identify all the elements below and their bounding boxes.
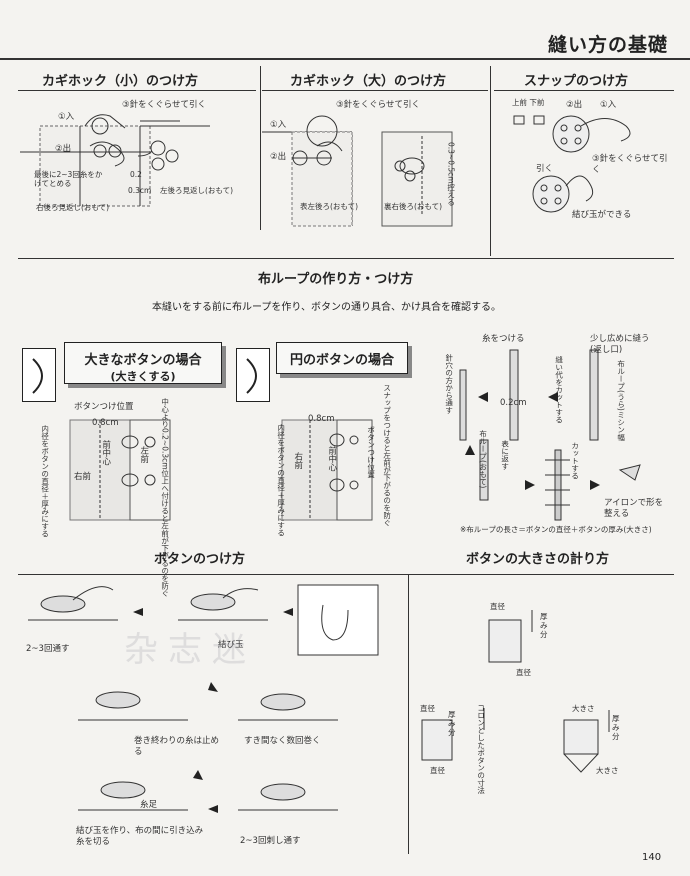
hook-small-illustration <box>20 114 210 207</box>
hook-large-title: カギホック（大）のつけ方 <box>290 74 447 89</box>
hook-large-step1: ①入 <box>270 120 287 130</box>
iron-note: アイロンで形を整える <box>604 498 664 519</box>
loop-rule <box>18 258 674 259</box>
turn-note: 表に返す <box>500 440 510 470</box>
snap-step3: ③針をくぐらせて引く <box>592 154 668 175</box>
snap-illustration <box>513 115 631 213</box>
hook-small-step1: ①入 <box>58 112 75 122</box>
btn-position-label: ボタンつけ位置 <box>74 402 134 412</box>
hook-large-illustration <box>262 115 453 227</box>
loop-front-note: 布ループ(おもて) <box>478 430 488 489</box>
hook-small-note: 最後に2~3回糸をかけてとめる <box>34 170 103 188</box>
hook-small-underline <box>18 90 256 91</box>
button-size-diagram <box>421 610 610 773</box>
large-button-sub: (大きくする) <box>110 370 176 383</box>
loop-large-diagram <box>69 419 171 521</box>
left-front-label: 左前 <box>138 446 149 463</box>
snap-upper-lower: 上前 下前 <box>512 98 545 107</box>
through-needle-note: 針穴の方から通す <box>444 354 454 414</box>
size-thickness-2: 厚み分 <box>448 710 456 737</box>
hook-large-step2: ②出 <box>270 152 287 162</box>
round-button-title: 円のボタンの場合 <box>289 353 394 368</box>
large-button-title: 大きなボタンの場合 <box>84 353 202 368</box>
round-dim-08: 0.8cm <box>308 414 335 424</box>
hook-large-step3: ③針をくぐらせて引く <box>336 100 420 110</box>
size-thickness-1: 厚み分 <box>540 612 548 639</box>
hook-large-dim-note: 0.3~0.5cm控える <box>446 142 456 207</box>
hook-small-step3: ③針をくぐらせて引く <box>122 100 206 110</box>
snap-note: スナップをつけると左前が下がるのを防ぐ <box>382 384 392 527</box>
wind-tight-label: すき間なく数回巻く <box>244 736 321 746</box>
snap-step2: ②出 <box>566 100 583 110</box>
hook-small-step2: ②出 <box>55 144 72 154</box>
loop-dim-02: 0.2cm <box>500 398 527 408</box>
snap-pull: 引く <box>536 164 554 174</box>
hook-small-label-right: 右後ろ見返し(おもて) <box>36 203 110 212</box>
page-title: 縫い方の基礎 <box>547 34 668 56</box>
button-sew-title: ボタンのつけ方 <box>154 552 246 567</box>
pierce-label: 2~3回刺し通す <box>240 836 301 846</box>
large-button-box: 大きなボタンの場合 (大きくする) <box>64 342 222 384</box>
loop-wide-note: 少し広めに縫う(返し口) <box>590 334 650 355</box>
round-right-front: 右前 <box>292 452 303 469</box>
round-button-icon <box>236 348 270 402</box>
dim-08-label: 0.8cm <box>92 418 119 428</box>
size-size-label: 大きさ <box>572 704 595 713</box>
thread-needle-note: 糸をつける <box>482 334 525 344</box>
button-sew-diagram <box>28 584 379 813</box>
wind-label: 巻き終わりの糸は止める <box>134 736 220 757</box>
header-rule <box>0 58 690 60</box>
size-diameter-2: 直径 <box>516 668 531 677</box>
hook-large-label-right: 裏右後ろ(おもて) <box>384 202 443 211</box>
round-front-center: 前中心 <box>326 446 337 472</box>
front-center-label: 前中心 <box>100 440 111 466</box>
lower-divider <box>408 574 409 854</box>
thread-2-3-label: 2~3回通す <box>26 644 70 654</box>
size-size-label-2: 大きさ <box>596 766 619 775</box>
loop-title: 布ループの作り方・つけ方 <box>258 272 414 287</box>
divider-2 <box>490 66 491 256</box>
knot-label: 結び玉 <box>218 640 244 650</box>
convex-note: コロンとしたボタンの寸法 <box>476 704 486 794</box>
seam-allowance-note: 縫い代をカットする <box>554 356 564 424</box>
hook-small-label-left: 左後ろ見返し(おもて) <box>160 186 234 195</box>
finish-label: 結び玉を作り、布の間に引き込み糸を切る <box>76 826 204 847</box>
page-number: 140 <box>642 852 662 863</box>
cut-note: カットする <box>570 442 580 480</box>
size-diameter-4: 直径 <box>430 766 445 775</box>
hook-small-title: カギホック（小）のつけ方 <box>42 74 199 89</box>
snap-title: スナップのつけ方 <box>524 74 629 89</box>
loop-length-note: ※布ループの長さ＝ボタンの直径＋ボタンの厚み(大きさ) <box>460 525 652 534</box>
button-size-title: ボタンの大きさの計り方 <box>466 552 610 567</box>
hook-large-label-left: 表左後ろ(おもて) <box>300 202 359 211</box>
loop-round-diagram <box>281 419 373 521</box>
snap-step1: ①入 <box>600 100 617 110</box>
right-front-label: 右前 <box>74 472 92 482</box>
size-thickness-3: 厚み分 <box>612 714 620 741</box>
hook-small-dim03: 0.3cm <box>128 186 152 195</box>
size-diameter-3: 直径 <box>420 704 435 713</box>
inner-diam-note: 内径をボタンの直径＋厚みにする <box>40 425 50 538</box>
hook-small-dim02: 0.2 <box>130 170 142 179</box>
loop-intro: 本縫いをする前に布ループを作り、ボタンの通り具合、かけ具合を確認する。 <box>152 302 501 313</box>
snap-knot: 結び玉ができる <box>572 210 632 220</box>
watermark: 杂志迷 <box>124 630 256 670</box>
hook-large-underline <box>262 90 488 91</box>
loop-process-diagram <box>459 349 641 521</box>
divider-1 <box>260 66 261 230</box>
half-circle-icon <box>22 348 56 402</box>
round-button-box: 円のボタンの場合 <box>276 342 408 374</box>
snap-underline <box>494 90 674 91</box>
center-note: 中心より0.2~0.3cm位上へ付けると左前が下がるのを防ぐ <box>160 398 170 597</box>
round-inner-diam-note: 内径をボタンの直径＋厚みにする <box>276 424 286 537</box>
size-diameter-1: 直径 <box>490 602 505 611</box>
shank-label: 糸足 <box>140 800 158 810</box>
lower-rule <box>18 574 674 575</box>
snap-position: ボタンつけ位置 <box>366 426 376 479</box>
loop-machine-note: 布ループ(うら)ミシン幅 <box>616 360 626 441</box>
